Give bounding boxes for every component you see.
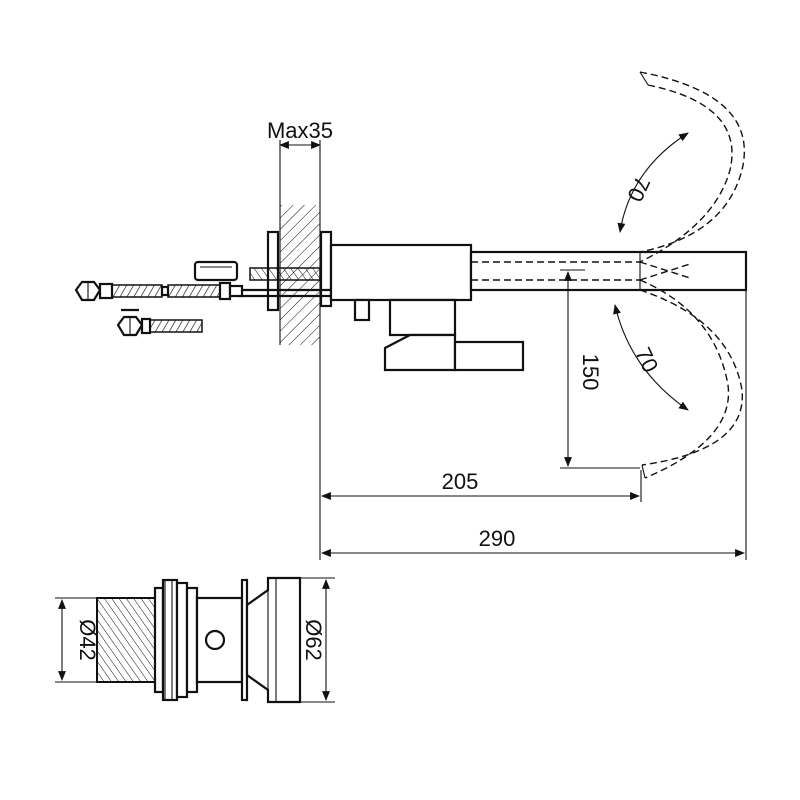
thread-diameter-label: Ø42 xyxy=(75,619,100,661)
swivel-range: 70 70 xyxy=(613,71,746,479)
spout-height-label: 150 xyxy=(578,354,603,391)
wall-thickness-dimension: Max35 xyxy=(267,118,333,149)
wall-section xyxy=(279,140,321,345)
thread-diameter-dimension: Ø42 xyxy=(55,597,100,683)
flange-diameter-dimension: Ø62 xyxy=(300,577,335,703)
nut-part xyxy=(193,260,239,282)
overall-length-label: 290 xyxy=(479,526,516,551)
reach-dimensions: 205 290 xyxy=(319,290,747,560)
spout-reach-label: 205 xyxy=(442,469,479,494)
cartridge-fitting xyxy=(96,576,302,704)
upper-rotation-label: 70 xyxy=(622,173,655,206)
lower-rotation-label: 70 xyxy=(630,343,663,376)
braided-hose-upper xyxy=(74,280,244,302)
faucet-body xyxy=(329,243,748,372)
flange-diameter-label: Ø62 xyxy=(301,619,326,661)
braided-hose-lower xyxy=(116,308,203,337)
mounting-rod xyxy=(238,267,330,298)
wall-thickness-label: Max35 xyxy=(267,118,333,143)
spout-height-dimension: 150 xyxy=(560,269,640,469)
